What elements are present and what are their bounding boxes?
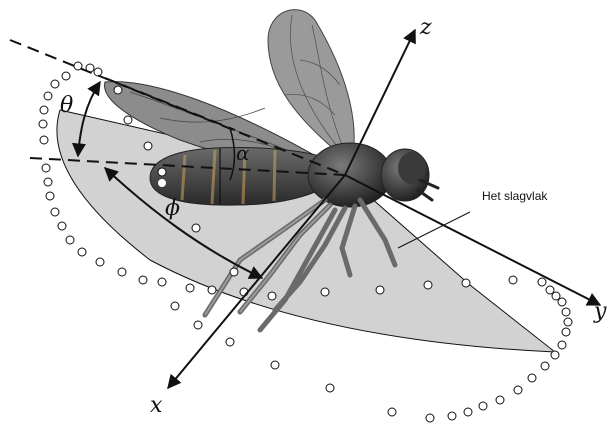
callout-label: Het slagvlak bbox=[482, 189, 548, 203]
z-axis-label: z bbox=[419, 15, 432, 40]
theta-label: θ bbox=[60, 93, 73, 118]
phi-label: ϕ bbox=[165, 196, 180, 221]
x-axis-label: x bbox=[150, 393, 163, 418]
callout-leader bbox=[398, 212, 470, 248]
fly-thorax bbox=[308, 143, 392, 207]
y-axis-label: y bbox=[593, 299, 607, 324]
alpha-label: α bbox=[236, 141, 250, 165]
